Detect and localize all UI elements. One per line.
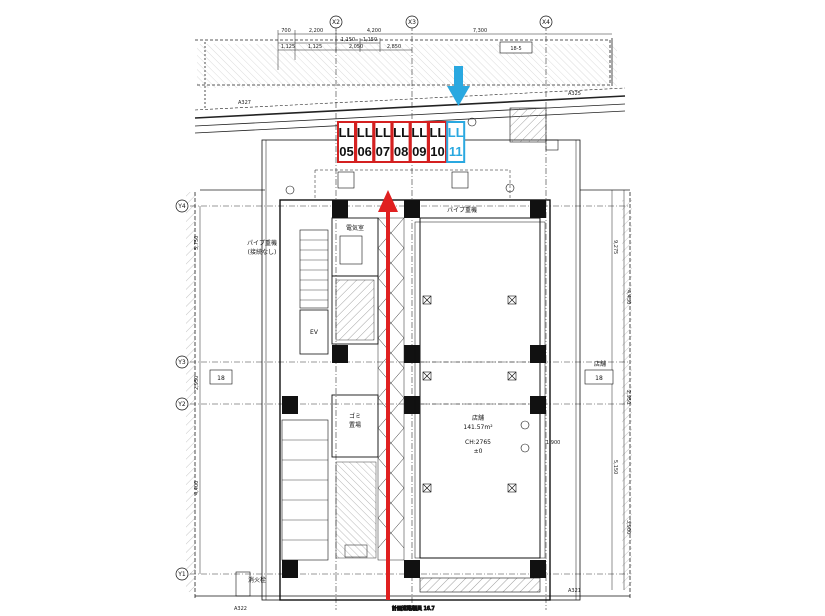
- core-labels: 電気室 EV ゴミ 置場 パイプ重機 パイプ重機 (接続なし) 消火栓: [247, 206, 477, 584]
- core-rooms: [281, 217, 379, 561]
- pole-marker-11: LL 11: [446, 121, 466, 163]
- survey-a321: A321: [568, 588, 581, 594]
- pole-marker-10: LL 10: [428, 121, 447, 163]
- red-arrow: [378, 190, 398, 600]
- left-dimensions: 5,750 2,950 4,400: [194, 206, 201, 574]
- site-outline: [186, 38, 632, 600]
- survey-a327: A327: [238, 100, 251, 106]
- pole-box: [355, 121, 375, 163]
- pole-number: 08: [394, 144, 408, 159]
- dim-top-4: 7,300: [473, 28, 487, 34]
- grid-lines: [190, 25, 630, 610]
- dim-mid-2: 1,150: [363, 37, 377, 43]
- dim-low-4: 2,850: [387, 44, 401, 50]
- shop-level: ±0: [474, 448, 483, 455]
- pole-number: 06: [357, 144, 371, 159]
- pole-number: 11: [449, 144, 463, 159]
- pole-marker-05: LL 05: [337, 121, 356, 163]
- pipe-left-sub-label: (接続なし): [248, 248, 277, 256]
- dim-left-2: 2,950: [194, 376, 200, 390]
- pole-box: [446, 121, 466, 163]
- survey-a322: A322: [234, 606, 247, 612]
- pole-number: 09: [412, 144, 426, 159]
- pipe-left-label: パイプ重機: [247, 239, 277, 247]
- dim-low-2: 1,125: [308, 44, 322, 50]
- grid-label-y1: Y1: [177, 571, 186, 578]
- top-dimension-text: 700 2,200 4,200 7,300 1,150 1,150 1,125 …: [234, 28, 581, 612]
- columns: [282, 200, 546, 578]
- shop-ceiling-height: CH:2765: [465, 439, 491, 446]
- dim-right-4: 5,150: [612, 460, 618, 474]
- dim-right-3: 2,950: [625, 390, 631, 404]
- electric-room-label: 電気室: [346, 224, 364, 232]
- dim-right-5: 3,900: [625, 520, 631, 534]
- pole-marker-09: LL 09: [409, 121, 429, 163]
- pole-prefix: LL: [411, 125, 427, 140]
- dim-mid-1: 1,150: [341, 37, 355, 43]
- corridor: [377, 217, 405, 561]
- shop-labels: 店舗 141.57m² CH:2765 ±0 1,900: [463, 414, 560, 455]
- grid-label-x4: X4: [542, 19, 550, 26]
- shop-label: 店舗: [472, 414, 484, 422]
- grid-label-y4: Y4: [177, 203, 186, 210]
- pole-prefix: LL: [448, 125, 464, 140]
- pole-box: [337, 121, 356, 163]
- neighbor-18-left: 18: [217, 375, 225, 382]
- pole-prefix: LL: [357, 125, 373, 140]
- pole-number: 10: [430, 144, 444, 159]
- shop-area-value: 141.57m²: [463, 424, 493, 431]
- blue-arrow: [447, 66, 470, 106]
- pole-number: 07: [376, 144, 390, 159]
- dim-left-3: 4,400: [194, 481, 200, 495]
- pole-marker-07: LL 07: [373, 121, 393, 163]
- pipe-top-label: パイプ重機: [447, 206, 477, 214]
- shop-right-label: 店舗: [594, 360, 606, 368]
- ev-label: EV: [310, 329, 319, 336]
- entrance-fixtures: [285, 107, 559, 195]
- neighbor-18-5: 18-5: [510, 46, 521, 52]
- survey-a325: A325: [568, 91, 581, 97]
- shop-area: [414, 217, 546, 559]
- bottom-road-label: 計画道路幅員 16.7: [392, 605, 435, 612]
- dim-low-3: 2,050: [349, 44, 363, 50]
- dim-top-1: 700: [281, 28, 291, 34]
- pole-marker-08: LL 08: [391, 121, 411, 163]
- grid-label-y2: Y2: [177, 401, 186, 408]
- dim-top-3: 4,200: [367, 28, 381, 34]
- dim-top-2: 2,200: [309, 28, 323, 34]
- dim-right-1: 9,275: [612, 240, 618, 254]
- top-dimensions: [277, 30, 612, 70]
- bottom-edge: 計画道路幅員 16.7: [195, 571, 630, 613]
- pole-prefix: LL: [393, 125, 409, 140]
- grid-label-y3: Y3: [177, 359, 186, 366]
- right-dimensions: 9,275 4,450 2,950 5,150 3,900: [611, 190, 631, 590]
- pole-prefix: LL: [430, 125, 446, 140]
- grid-label-x2: X2: [332, 19, 340, 26]
- pole-box: [428, 121, 447, 163]
- garbage-label: ゴミ: [349, 412, 361, 420]
- dim-low-1: 1,125: [281, 44, 295, 50]
- dim-left-1: 5,750: [194, 236, 200, 250]
- neighbor-18-right: 18: [595, 375, 603, 382]
- dim-1900: 1,900: [546, 440, 560, 446]
- pole-prefix: LL: [339, 125, 355, 140]
- neighbor-boxes: 18 18 店舗: [209, 360, 614, 385]
- pole-prefix: LL: [375, 125, 391, 140]
- pole-marker-06: LL 06: [355, 121, 375, 163]
- pole-box: [373, 121, 393, 163]
- grid-bubbles: X2 X3 X4 Y4 Y3 Y2 Y1: [175, 15, 553, 581]
- garbage-sub-label: 置場: [349, 421, 361, 429]
- pole-box: [391, 121, 411, 163]
- pole-box: [409, 121, 429, 163]
- dim-right-2: 4,450: [625, 290, 631, 304]
- grid-label-x3: X3: [408, 19, 416, 26]
- fire-tank-label: 消火栓: [248, 576, 266, 584]
- pole-number: 05: [339, 144, 353, 159]
